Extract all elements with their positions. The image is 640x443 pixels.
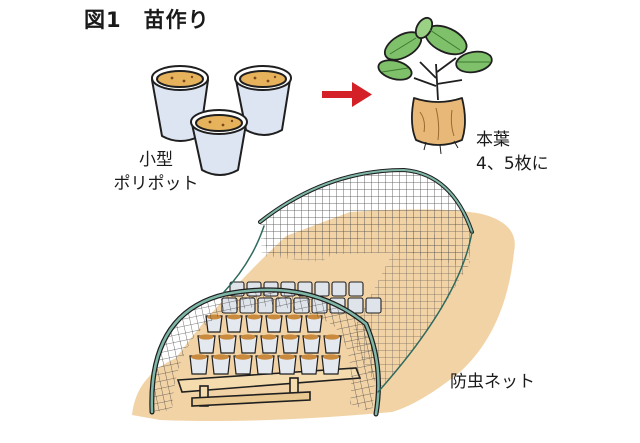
figure-number: 図1 xyxy=(84,8,122,32)
tunnel-net-icon xyxy=(149,167,474,417)
pot-label-line1: 小型 xyxy=(139,150,173,170)
true-leaf-label: 本葉 4、5枚に xyxy=(476,128,556,176)
front-arch-net xyxy=(151,289,375,412)
pot-label: 小型 ポリポット xyxy=(108,148,204,196)
arrow-right-icon xyxy=(322,82,372,107)
insect-net-label: 防虫ネット xyxy=(450,372,535,392)
small-poly-pot-icon xyxy=(151,65,292,176)
figure-title: 図1 苗作り xyxy=(84,4,210,34)
pot-soil-tops xyxy=(191,314,340,360)
true-leaf-label-line2: 4、5枚に xyxy=(476,154,549,174)
tunnel-hoops xyxy=(149,167,474,417)
soil-dots xyxy=(170,75,277,127)
true-leaf-label-line1: 本葉 xyxy=(476,130,510,150)
figure-caption: 苗作り xyxy=(143,8,210,32)
pot-label-line2: ポリポット xyxy=(113,174,199,194)
seedling-icon xyxy=(377,16,493,155)
